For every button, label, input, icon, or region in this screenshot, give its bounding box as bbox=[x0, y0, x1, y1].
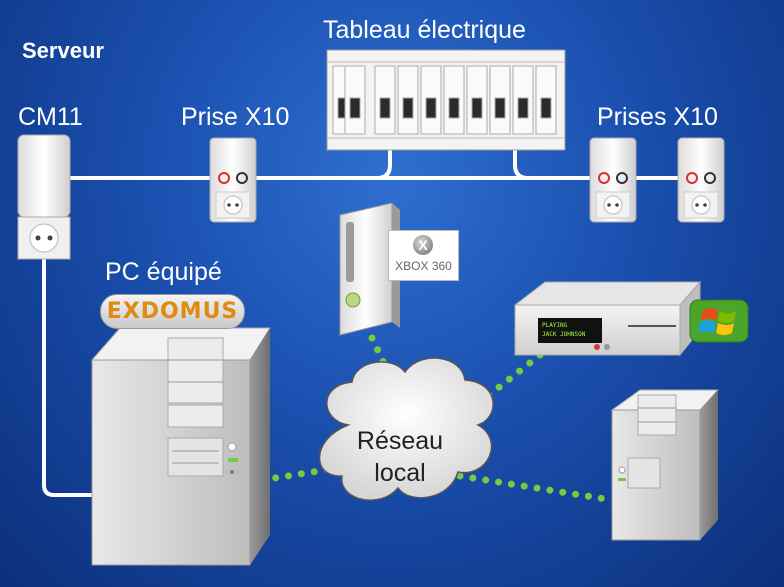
xbox-sphere-icon: X bbox=[413, 235, 433, 255]
exdomus-logo: EXDOMUS bbox=[100, 294, 245, 329]
x10-outlet-single bbox=[209, 137, 257, 223]
breaker-switch bbox=[349, 97, 361, 119]
vfd-line-2: JACK JOHNSON bbox=[542, 331, 586, 338]
x10-outlet-left bbox=[589, 137, 637, 223]
breaker-switch bbox=[517, 97, 529, 119]
prise-x10-label: Prise X10 bbox=[181, 103, 290, 131]
breaker-switch bbox=[448, 97, 460, 119]
media-center-display: PLAYING JACK JOHNSON bbox=[538, 318, 602, 343]
xbox-360-text: XBOX 360 bbox=[395, 259, 452, 273]
page-title: Serveur bbox=[22, 38, 104, 63]
pc-equipe-label: PC équipé bbox=[105, 258, 222, 286]
cloud-label-line-2: local bbox=[374, 459, 426, 487]
cloud-label-line-1: Réseau bbox=[356, 427, 444, 455]
breaker-switch bbox=[471, 97, 483, 119]
breaker-switch bbox=[540, 97, 552, 119]
exdomus-logo-text: EXDOMUS bbox=[106, 299, 239, 324]
power-wires bbox=[42, 148, 702, 497]
vfd-line-1: PLAYING bbox=[542, 322, 568, 329]
pc-tower-main bbox=[90, 327, 271, 566]
media-center-box bbox=[513, 280, 702, 357]
cloud-label: Réseau local bbox=[340, 425, 460, 489]
breaker-switch bbox=[402, 97, 414, 119]
windows-flag-icon bbox=[689, 299, 749, 343]
network-cloud bbox=[318, 357, 494, 501]
breaker-switch bbox=[494, 97, 506, 119]
tableau-label: Tableau électrique bbox=[323, 16, 526, 44]
breaker-switch bbox=[379, 97, 391, 119]
breaker-panel bbox=[326, 49, 566, 151]
prises-x10-label: Prises X10 bbox=[597, 103, 718, 131]
pc-tower-secondary bbox=[610, 389, 720, 541]
xbox-360-logo: X XBOX 360 bbox=[388, 230, 459, 281]
breaker-switch bbox=[425, 97, 437, 119]
cm11-label: CM11 bbox=[18, 103, 83, 131]
cm11-module bbox=[17, 134, 71, 260]
x10-outlet-right bbox=[677, 137, 725, 223]
